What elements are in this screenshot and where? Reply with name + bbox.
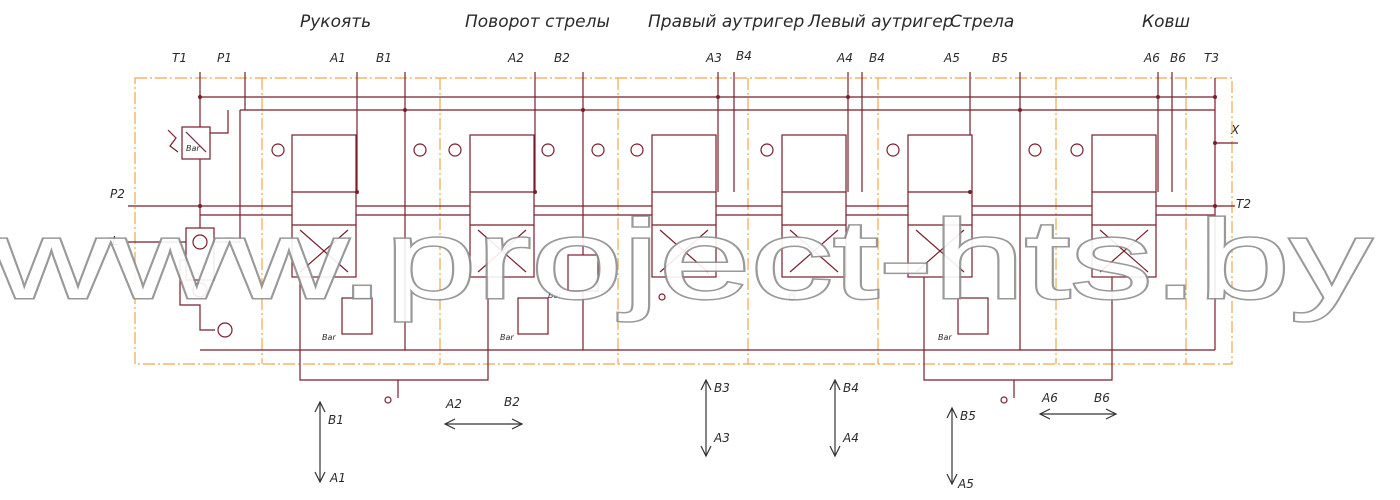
motion-arrow-boom: B5 A5 [946,406,976,491]
motion-arrow-bucket: A6 B6 [1038,391,1118,420]
port-label-a4: A4 [836,51,853,65]
motion-arrow-arm: B1 A1 [314,400,346,485]
port-label-a5: A5 [943,51,960,65]
spool-valve-arm: Bar [271,134,427,342]
port-label-p2: P2 [110,187,125,201]
port-label-a6: A6 [1143,51,1160,65]
motion-label-b5: B5 [960,409,976,423]
motion-arrow-boom-swing: A2 B2 [443,395,524,430]
motion-label-b1: B1 [328,413,344,427]
port-label-p1: P1 [217,51,232,65]
motion-label-b3: B3 [714,381,730,395]
spool-valve-left-outrigger [760,134,847,278]
port-label-b5: B5 [992,51,1008,65]
motion-label-a3: A3 [713,431,730,445]
motion-label-a1: A1 [329,471,346,485]
port-label-a1: A1 [329,51,346,65]
relief-label-arm: Bar [322,333,336,342]
section-title-boom: Стрела [950,12,1014,32]
port-label-a2: A2 [507,51,524,65]
port-label-b6: B6 [1170,51,1186,65]
junction-dots [198,95,1217,208]
pilot-lines [299,277,1113,404]
port-label-b4-left: B4 [869,51,885,65]
section-title-bucket: Ковш [1142,12,1190,32]
spool-valve-boom: Bar [886,134,1042,342]
motion-label-b4: B4 [843,381,859,395]
port-labels-top: T1 P1 A1 B1 A2 B2 A3 B4 A4 B4 A5 B5 A6 B… [172,49,1219,65]
section-frame [134,77,1233,365]
port-label-b2: B2 [554,51,570,65]
port-label-t1: T1 [172,51,187,65]
spool-valve-bucket [1070,134,1157,278]
section-title-left-outrigger: Левый аутригер [807,12,954,32]
spool-valve-boom-swing: Bar Bar [448,134,605,342]
port-label-a3: A3 [705,51,722,65]
port-label-b4-right: B4 [736,49,752,63]
motion-label-a5: A5 [957,477,974,491]
port-label-b1: B1 [376,51,392,65]
port-label-t3: T3 [1204,51,1219,65]
relief-label-boom-swing-b: Bar [500,333,514,342]
port-label-t2: T2 [1236,197,1251,211]
spool-valve-right-outrigger [630,134,717,278]
port-label-l: L [112,234,119,248]
section-title-boom-swing: Поворот стрелы [465,12,610,32]
motion-arrows: B1 A1 A2 B2 B3 A3 B4 A4 B5 [314,378,1118,491]
relief-label-boom-swing-a: Bar [548,291,562,300]
section-title-arm: Рукоять [300,12,371,32]
motion-label-a2: A2 [445,397,462,411]
section-title-right-outrigger: Правый аутригер [648,12,804,32]
inlet-section: Bar [167,97,241,338]
motion-arrow-right-outrigger: B3 A3 [700,378,730,458]
watermark-text: www.project-hts.by [0,197,1372,322]
motion-label-a6: A6 [1041,391,1058,405]
motion-label-a4: A4 [842,431,859,445]
port-label-x: X [1230,123,1240,137]
motion-label-b2: B2 [504,395,520,409]
relief-label-inlet: Bar [186,144,200,153]
motion-label-b6: B6 [1094,391,1110,405]
relief-label-boom: Bar [938,333,952,342]
motion-arrow-left-outrigger: B4 A4 [829,378,859,458]
